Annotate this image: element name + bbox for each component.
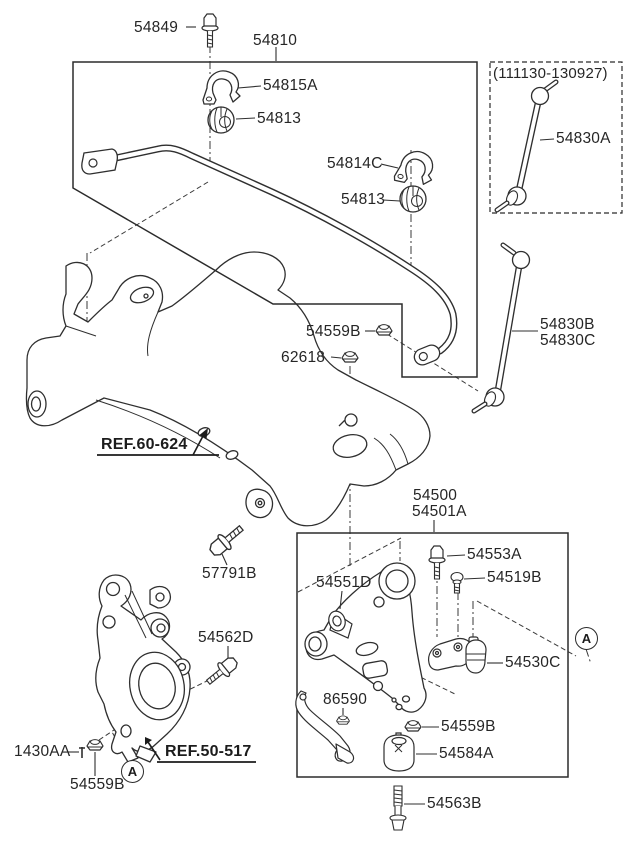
bolt-54553A	[428, 545, 446, 580]
ref-60-624-label: REF.60-624	[101, 436, 188, 453]
callout-54559B-knuckle: 54559B	[70, 776, 125, 793]
bolt-57791B	[205, 520, 248, 561]
nut-86590	[336, 715, 350, 725]
callout-54814C: 54814C	[327, 155, 383, 172]
clamp-54814C	[392, 147, 438, 189]
date-range-label: (111130-130927)	[493, 65, 608, 82]
callout-54519B: 54519B	[487, 569, 542, 586]
nut-54559B-arm	[404, 719, 422, 732]
bushing-54813-upper	[207, 106, 235, 134]
callout-54830C: 54830C	[540, 332, 596, 349]
clamp-54815A	[202, 70, 241, 105]
callout-54563B: 54563B	[427, 795, 482, 812]
callout-54551D: 54551D	[316, 574, 372, 591]
callout-54500: 54500	[413, 487, 458, 504]
bolt-54849	[201, 13, 219, 48]
date-range-box	[489, 61, 623, 214]
callout-54830B: 54830B	[540, 316, 595, 333]
bushing-54584A	[383, 732, 415, 772]
callout-54584A: 54584A	[439, 745, 494, 762]
view-marker-a-balljoint: A	[575, 627, 598, 650]
link-54830B	[471, 242, 531, 414]
callout-54530C: 54530C	[505, 654, 561, 671]
callout-54830A: 54830A	[556, 130, 611, 147]
callout-54810: 54810	[253, 32, 298, 49]
crossmember-ref-60-624	[25, 251, 431, 527]
knuckle-ref-50-517	[95, 574, 191, 763]
ref-60-624-arrow	[97, 428, 219, 456]
nut-54559B-bar	[375, 324, 393, 336]
pin-1430AA	[79, 747, 85, 758]
leader-lines	[68, 26, 555, 805]
view-marker-a-knuckle: A	[121, 760, 144, 783]
ref-50-517-label: REF.50-517	[165, 743, 252, 760]
bolt-54562D	[202, 653, 242, 690]
callout-54559B-arm: 54559B	[441, 718, 496, 735]
callout-54553A: 54553A	[467, 546, 522, 563]
callout-54813-lower: 54813	[341, 191, 386, 208]
callout-54813-upper: 54813	[257, 110, 302, 127]
callout-62618: 62618	[281, 349, 326, 366]
nut-54559B-knuckle	[86, 738, 104, 751]
callout-54559B-bar: 54559B	[306, 323, 361, 340]
callout-54849: 54849	[134, 19, 179, 36]
bushing-54551D	[328, 610, 353, 639]
protector-86590	[295, 690, 355, 764]
control-arm-box	[296, 532, 569, 778]
callout-54501A: 54501A	[412, 503, 467, 520]
bolt-54563B	[389, 785, 407, 831]
ref-50-517-arrow	[145, 737, 256, 763]
ball-joint-54530C	[427, 636, 487, 674]
stabilizer-assembly-box	[72, 61, 478, 378]
bolt-54519B	[450, 571, 464, 594]
callout-57791B: 57791B	[202, 565, 257, 582]
callout-54562D: 54562D	[198, 629, 254, 646]
control-arm-54500	[304, 562, 427, 713]
callout-54815A: 54815A	[263, 77, 318, 94]
callout-1430AA: 1430AA	[14, 743, 71, 760]
callout-86590: 86590	[323, 691, 368, 708]
nut-62618	[341, 351, 359, 363]
stabilizer-bar	[81, 144, 458, 366]
link-54830A	[494, 79, 559, 213]
bushing-54813-lower	[399, 185, 427, 213]
